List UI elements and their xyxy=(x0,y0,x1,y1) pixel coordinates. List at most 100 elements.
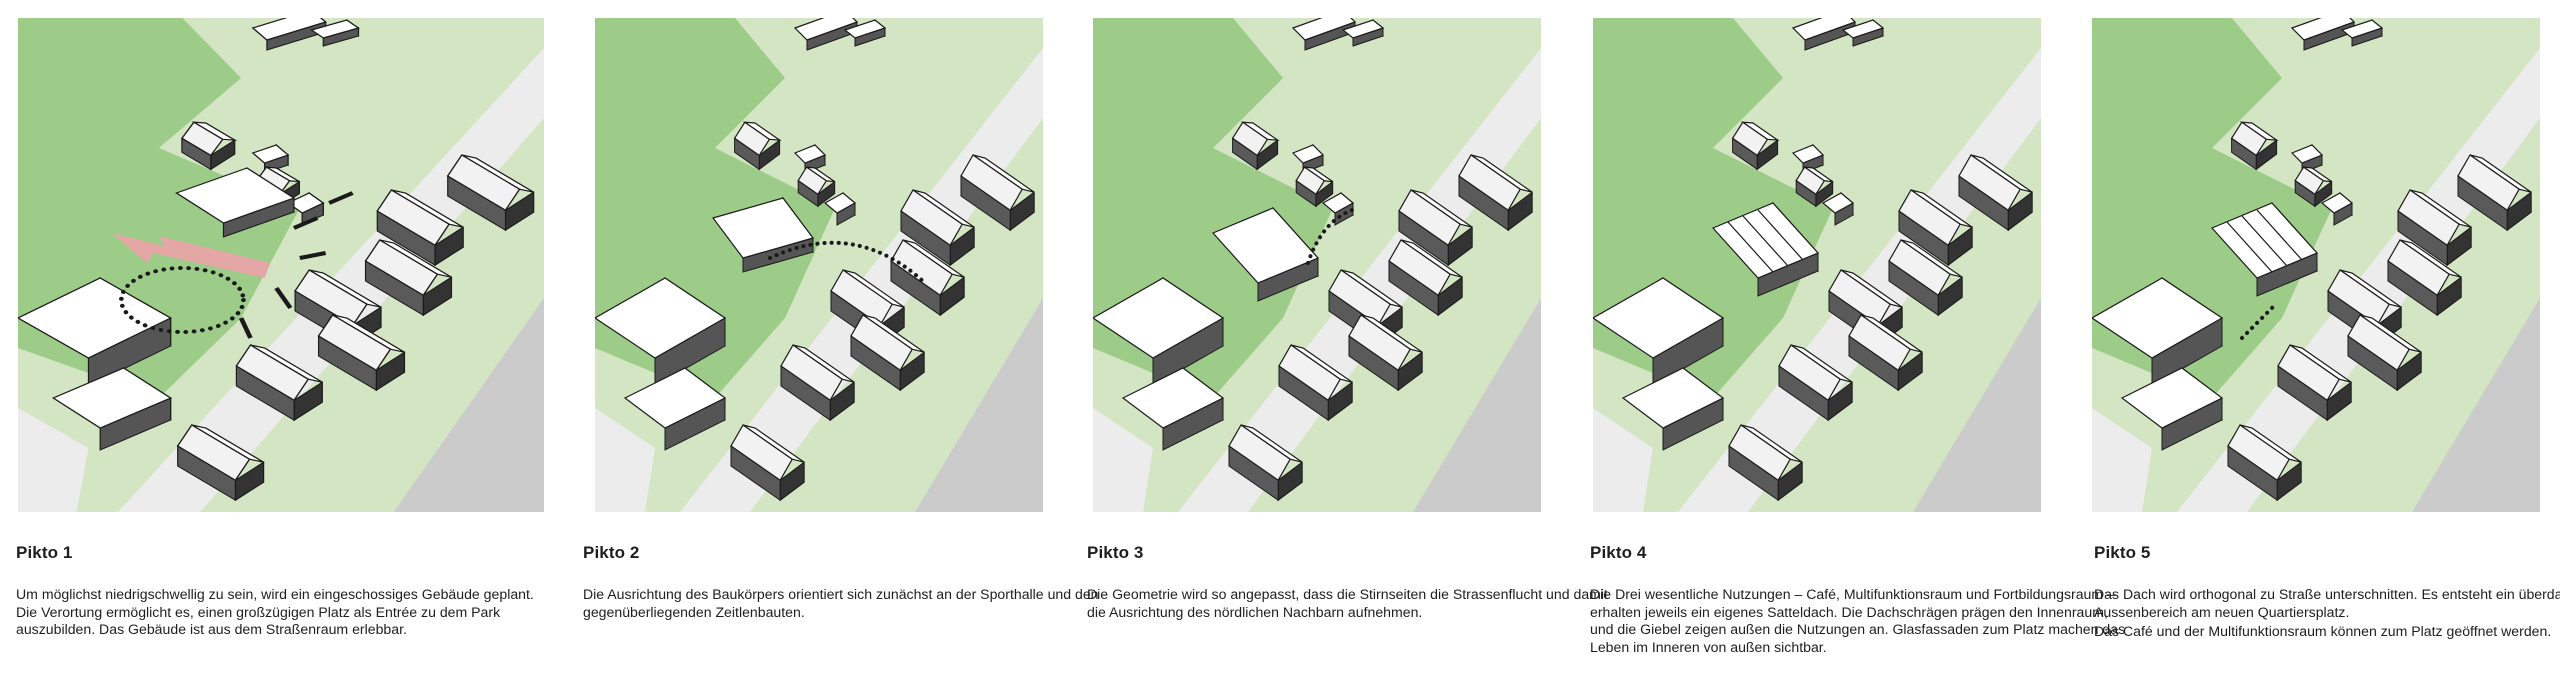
building-top xyxy=(310,18,360,47)
house-row xyxy=(1848,314,1923,392)
sports-hall xyxy=(1593,277,1725,387)
house-row xyxy=(1778,344,1853,422)
house-row xyxy=(1228,424,1303,502)
house xyxy=(1821,191,1855,226)
house-row xyxy=(235,344,323,422)
house-row xyxy=(1888,239,1963,317)
house xyxy=(823,191,857,226)
sports-hall xyxy=(1093,277,1225,387)
pikto-1-paragraph: Um möglichst niedrigschwellig zu sein, w… xyxy=(16,586,534,638)
house-row xyxy=(960,154,1035,232)
house xyxy=(180,121,238,171)
house xyxy=(2320,191,2354,226)
house-row xyxy=(1898,189,1973,267)
pikto-2-paragraph: Die Ausrichtung des Baukörpers orientier… xyxy=(583,586,1099,620)
house-row xyxy=(317,314,406,392)
house-row xyxy=(2457,154,2532,232)
pikto-2-illustration xyxy=(595,18,1043,512)
alignment-arc xyxy=(768,240,927,285)
road-lower-right xyxy=(2412,298,2540,512)
view-tick xyxy=(299,251,327,260)
house-row xyxy=(1728,424,1803,502)
pikto-5-paragraph: Das Café und der Multifunktionsraum könn… xyxy=(2094,623,2552,640)
house xyxy=(2294,166,2333,208)
pink-arrow xyxy=(111,233,271,278)
new-building-body xyxy=(1711,201,1820,297)
pikto-panel-3: Pikto 3 Die Geometrie wird so angepasst,… xyxy=(1077,0,1637,688)
pikto-4-illustration xyxy=(1593,18,2041,512)
pikto-panel-2: Pikto 2 Die Ausrichtung des Baukörpers o… xyxy=(578,0,1138,688)
building-top xyxy=(843,18,887,47)
house-row xyxy=(2227,424,2302,502)
house-row xyxy=(1398,189,1473,267)
road-lower-right xyxy=(915,298,1043,512)
house-row xyxy=(176,424,265,502)
house-row xyxy=(364,239,453,317)
house-row xyxy=(2387,239,2462,317)
new-building-body xyxy=(1211,206,1320,302)
road-lower-right xyxy=(1913,298,2041,512)
road-lower-right xyxy=(1413,298,1541,512)
house-row xyxy=(446,154,535,232)
road-left xyxy=(1593,408,1653,512)
pikto-5-title: Pikto 5 xyxy=(2094,543,2151,562)
pikto-panel-5: Pikto 5 Das Dach wird orthogonal zu Stra… xyxy=(2076,0,2560,688)
pikto-1-title: Pikto 1 xyxy=(16,543,73,562)
pikto-5-illustration xyxy=(2092,18,2540,512)
pikto-2-title: Pikto 2 xyxy=(583,543,640,562)
house-row xyxy=(2277,344,2352,422)
house-row xyxy=(730,424,805,502)
house-row xyxy=(850,314,925,392)
building-top xyxy=(2340,18,2384,47)
house-row xyxy=(1458,154,1533,232)
building-top xyxy=(2290,18,2356,51)
house xyxy=(1731,121,1780,171)
pikto-5-description: Das Dach wird orthogonal zu Straße unter… xyxy=(2094,586,2560,641)
entrance-arrow xyxy=(2240,301,2279,340)
sports-hall xyxy=(51,367,172,451)
house-row xyxy=(1348,314,1423,392)
building-top xyxy=(1341,18,1385,47)
pikto-1-illustration xyxy=(18,18,544,512)
new-building xyxy=(1711,201,1820,297)
pikto-3-description: Die Geometrie wird so angepasst, dass di… xyxy=(1087,586,1627,621)
pikto-3-illustration xyxy=(1093,18,1541,512)
road-left xyxy=(18,408,89,512)
road-left xyxy=(595,408,655,512)
new-building-body xyxy=(175,167,296,238)
house xyxy=(733,121,782,171)
pikto-2-description: Die Ausrichtung des Baukörpers orientier… xyxy=(583,586,1123,621)
view-tick xyxy=(238,317,253,339)
house-row xyxy=(2347,314,2422,392)
house xyxy=(2230,121,2279,171)
pikto-1-description: Um möglichst niedrigschwellig zu sein, w… xyxy=(16,586,556,639)
view-tick xyxy=(274,286,293,310)
new-building-body xyxy=(2210,201,2319,297)
house xyxy=(1231,121,1280,171)
pikto-3-paragraph: Die Geometrie wird so angepasst, dass di… xyxy=(1087,586,1608,620)
view-tick xyxy=(328,191,354,205)
house xyxy=(797,166,836,208)
house-row xyxy=(2397,189,2472,267)
sports-hall xyxy=(1121,367,1225,451)
new-building xyxy=(2210,201,2319,297)
pikto-5-paragraph: Das Dach wird orthogonal zu Straße unter… xyxy=(2094,586,2560,620)
road-left xyxy=(2092,408,2152,512)
house-row xyxy=(890,239,965,317)
house-row xyxy=(376,189,464,267)
road-left xyxy=(1093,408,1153,512)
house-row xyxy=(780,344,855,422)
view-tick xyxy=(292,216,319,230)
pikto-3-title: Pikto 3 xyxy=(1087,543,1144,562)
new-building xyxy=(1211,206,1320,302)
sports-hall xyxy=(595,277,727,387)
sports-hall xyxy=(623,367,727,451)
pikto-panel-1: Pikto 1 Um möglichst niedrigschwellig zu… xyxy=(0,0,560,688)
house-row xyxy=(1278,344,1353,422)
house xyxy=(1795,166,1834,208)
house-row xyxy=(1958,154,2033,232)
pikto-4-paragraph: Die Drei wesentliche Nutzungen – Café, M… xyxy=(1590,586,2126,655)
sports-hall xyxy=(1621,367,1725,451)
sports-hall xyxy=(2120,367,2224,451)
dotted-circle xyxy=(118,266,246,334)
